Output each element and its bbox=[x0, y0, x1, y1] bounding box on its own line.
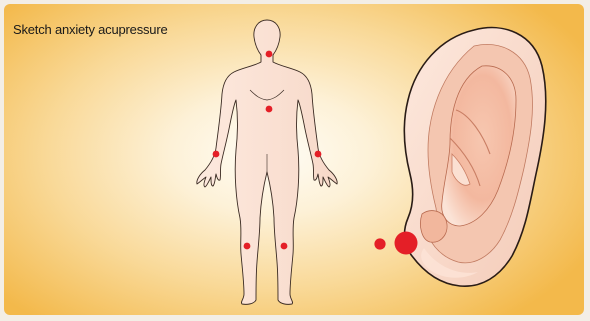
illustration-frame: Sketch anxiety acupressure bbox=[4, 4, 584, 315]
ear-illustration-icon bbox=[404, 28, 545, 287]
point-ear-large bbox=[395, 232, 418, 255]
acupressure-illustration bbox=[4, 4, 584, 315]
point-left-wrist bbox=[213, 151, 220, 158]
point-chest bbox=[266, 106, 273, 113]
body-figure-icon bbox=[197, 20, 337, 304]
point-left-knee bbox=[244, 243, 251, 250]
point-throat bbox=[266, 51, 273, 58]
point-ear-small bbox=[374, 238, 385, 249]
point-right-knee bbox=[281, 243, 288, 250]
point-right-wrist bbox=[315, 151, 322, 158]
